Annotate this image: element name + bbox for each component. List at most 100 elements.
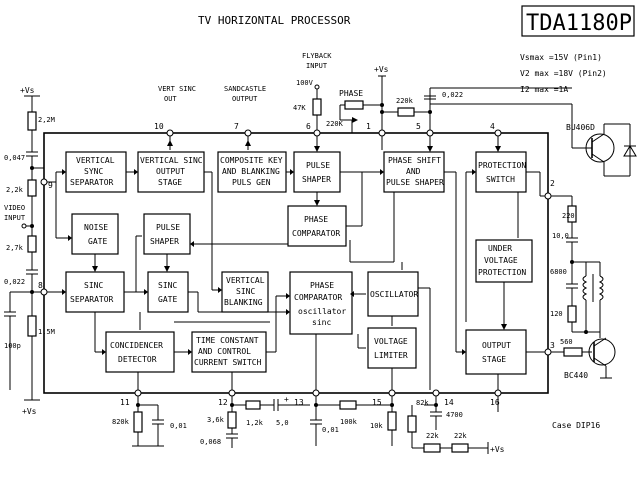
block-sync-gate: [147, 271, 189, 313]
r-2m2-label: 2,2M: [38, 116, 55, 124]
r-22k-a-label: 22k: [426, 432, 439, 440]
voltage-limiter-line-1: VOLTAGE: [374, 337, 408, 346]
svg-text:13: 13: [294, 398, 304, 407]
c-0022-top-label: 0,022: [442, 91, 463, 99]
svg-text:11: 11: [120, 398, 130, 407]
pin-3: 3: [544, 341, 555, 356]
pin-7: 7: [234, 122, 252, 137]
vs-bottom-left: +Vs: [22, 407, 37, 416]
phase-potentiometer[interactable]: [344, 100, 364, 110]
pin-4: 4: [490, 122, 502, 137]
flyback-label-2: INPUT: [306, 62, 328, 70]
r-2m2: [27, 111, 37, 131]
pulse-shaper-top-line-2: SHAPER: [302, 175, 331, 184]
block-phase-comparator-osc: [289, 271, 353, 335]
internal-wiring: [47, 136, 545, 390]
part-number-frame: [521, 5, 635, 37]
svg-text:15: 15: [372, 398, 382, 407]
r-47k: [312, 98, 322, 116]
flyback-label-1: FLYBACK: [302, 52, 332, 60]
block-noise-gate: [71, 213, 119, 255]
oscillator-label: OSCILLATOR: [370, 290, 418, 299]
r-100k-label: 100k: [340, 418, 358, 426]
r-220k-left-label: 220K: [326, 120, 344, 128]
vsync-blank-line-2: SINC: [236, 287, 255, 296]
phase-label: PHASE: [339, 89, 363, 98]
c-4700-label: 4700: [446, 411, 463, 419]
time-const-line-1: TIME CONSTANT: [196, 336, 259, 345]
sync-sep-line-1: SINC: [84, 281, 103, 290]
vs-top-mid: +Vs: [374, 65, 389, 74]
bottom-externals: [132, 396, 499, 454]
output-stage-line-1: OUTPUT: [482, 341, 511, 350]
sandcastle-label-2: OUTPUT: [232, 95, 258, 103]
c-001b-label: 0,01: [322, 426, 339, 434]
r-47k-label: 47K: [293, 104, 306, 112]
r-1m5-label: 1,5M: [38, 328, 55, 336]
output-stage-line-2: STAGE: [482, 355, 506, 364]
sync-gate-line-1: SINC: [158, 281, 177, 290]
phase-shift-line-1: PHASE SHIFT: [388, 156, 441, 165]
block-composite-key: [217, 151, 287, 193]
c-50-label: 5,0: [276, 419, 289, 427]
undervoltage-line-3: PROTECTION: [478, 268, 526, 277]
c-100-label: 10,0: [552, 232, 569, 240]
svg-text:9: 9: [48, 181, 53, 190]
block-protection-switch: [475, 151, 527, 193]
c-0068-label: 0,068: [200, 438, 221, 446]
vsync-blank-line-3: BLANKING: [224, 298, 263, 307]
comp-key-line-1: COMPOSITE KEY: [220, 156, 283, 165]
vert-sinc-out-label-1: VERT SINC: [158, 85, 196, 93]
spec-v2max: V2 max =18V (Pin2): [520, 69, 607, 78]
r-820k-label: 820k: [112, 418, 130, 426]
phase-comp-osc-line-3: oscillator: [298, 307, 346, 316]
comp-key-line-2: AND BLANKING: [222, 167, 280, 176]
r-10k-label: 10k: [370, 422, 383, 430]
flyback-terminal: [314, 84, 320, 90]
ic-outline: [43, 132, 549, 394]
vert-sinc-out-label-2: OUT: [164, 95, 177, 103]
phase-comp-top-line-2: COMPARATOR: [292, 229, 340, 238]
block-coincidence-detector: [105, 331, 175, 373]
video-input-terminal: [21, 223, 27, 229]
coincidence-line-2: DETECTOR: [118, 355, 157, 364]
svg-text:3: 3: [550, 341, 555, 350]
c-100p-label: 100p: [4, 342, 21, 350]
sync-sep-line-2: SEPARATOR: [70, 295, 114, 304]
diagram-title: TV HORIZONTAL PROCESSOR: [198, 14, 351, 27]
svg-text:10: 10: [154, 122, 164, 131]
block-oscillator: [367, 271, 419, 317]
vsync-out-line-1: VERTICAL SINC: [140, 156, 203, 165]
block-voltage-limiter: [367, 327, 417, 369]
pulse-shaper-mid-line-2: SHAPER: [150, 237, 179, 246]
r-3k6-label: 3,6k: [207, 416, 225, 424]
part-number: TDA1180P: [526, 11, 632, 36]
vsync-out-line-3: STAGE: [158, 178, 182, 187]
pin-9: 9: [40, 178, 53, 190]
block-pulse-shaper-top: [293, 151, 341, 193]
r-22k-b-label: 22k: [454, 432, 467, 440]
c-0022-left-label: 0,022: [4, 278, 25, 286]
block-phase-shift: [383, 151, 445, 193]
package-label: Case DIP16: [552, 421, 600, 430]
bc440-label: BC440: [564, 371, 588, 380]
pin-10: 10: [154, 122, 174, 137]
vsync-blank-line-1: VERTICAL: [226, 276, 265, 285]
undervoltage-line-2: VOLTAGE: [484, 256, 518, 265]
plus-sign: +: [284, 395, 289, 404]
r-2k2: [27, 179, 37, 197]
protection-line-2: SWITCH: [486, 175, 515, 184]
svg-text:7: 7: [234, 122, 239, 131]
spec-i2max: I2 max =1A: [520, 85, 568, 94]
spec-vsmax: Vsmax =15V (Pin1): [520, 53, 602, 62]
r-120-label: 120: [550, 310, 563, 318]
pin-6: 6: [306, 122, 321, 137]
voltage-limiter-line-2: LIMITER: [374, 351, 408, 360]
svg-text:2: 2: [550, 179, 555, 188]
block-vertical-sync-blanking: [221, 271, 269, 313]
r-82k-label: 82k: [416, 399, 429, 407]
undervoltage-line-1: UNDER: [488, 244, 512, 253]
vsync-out-line-2: OUTPUT: [156, 167, 185, 176]
sync-gate-line-2: GATE: [158, 295, 177, 304]
